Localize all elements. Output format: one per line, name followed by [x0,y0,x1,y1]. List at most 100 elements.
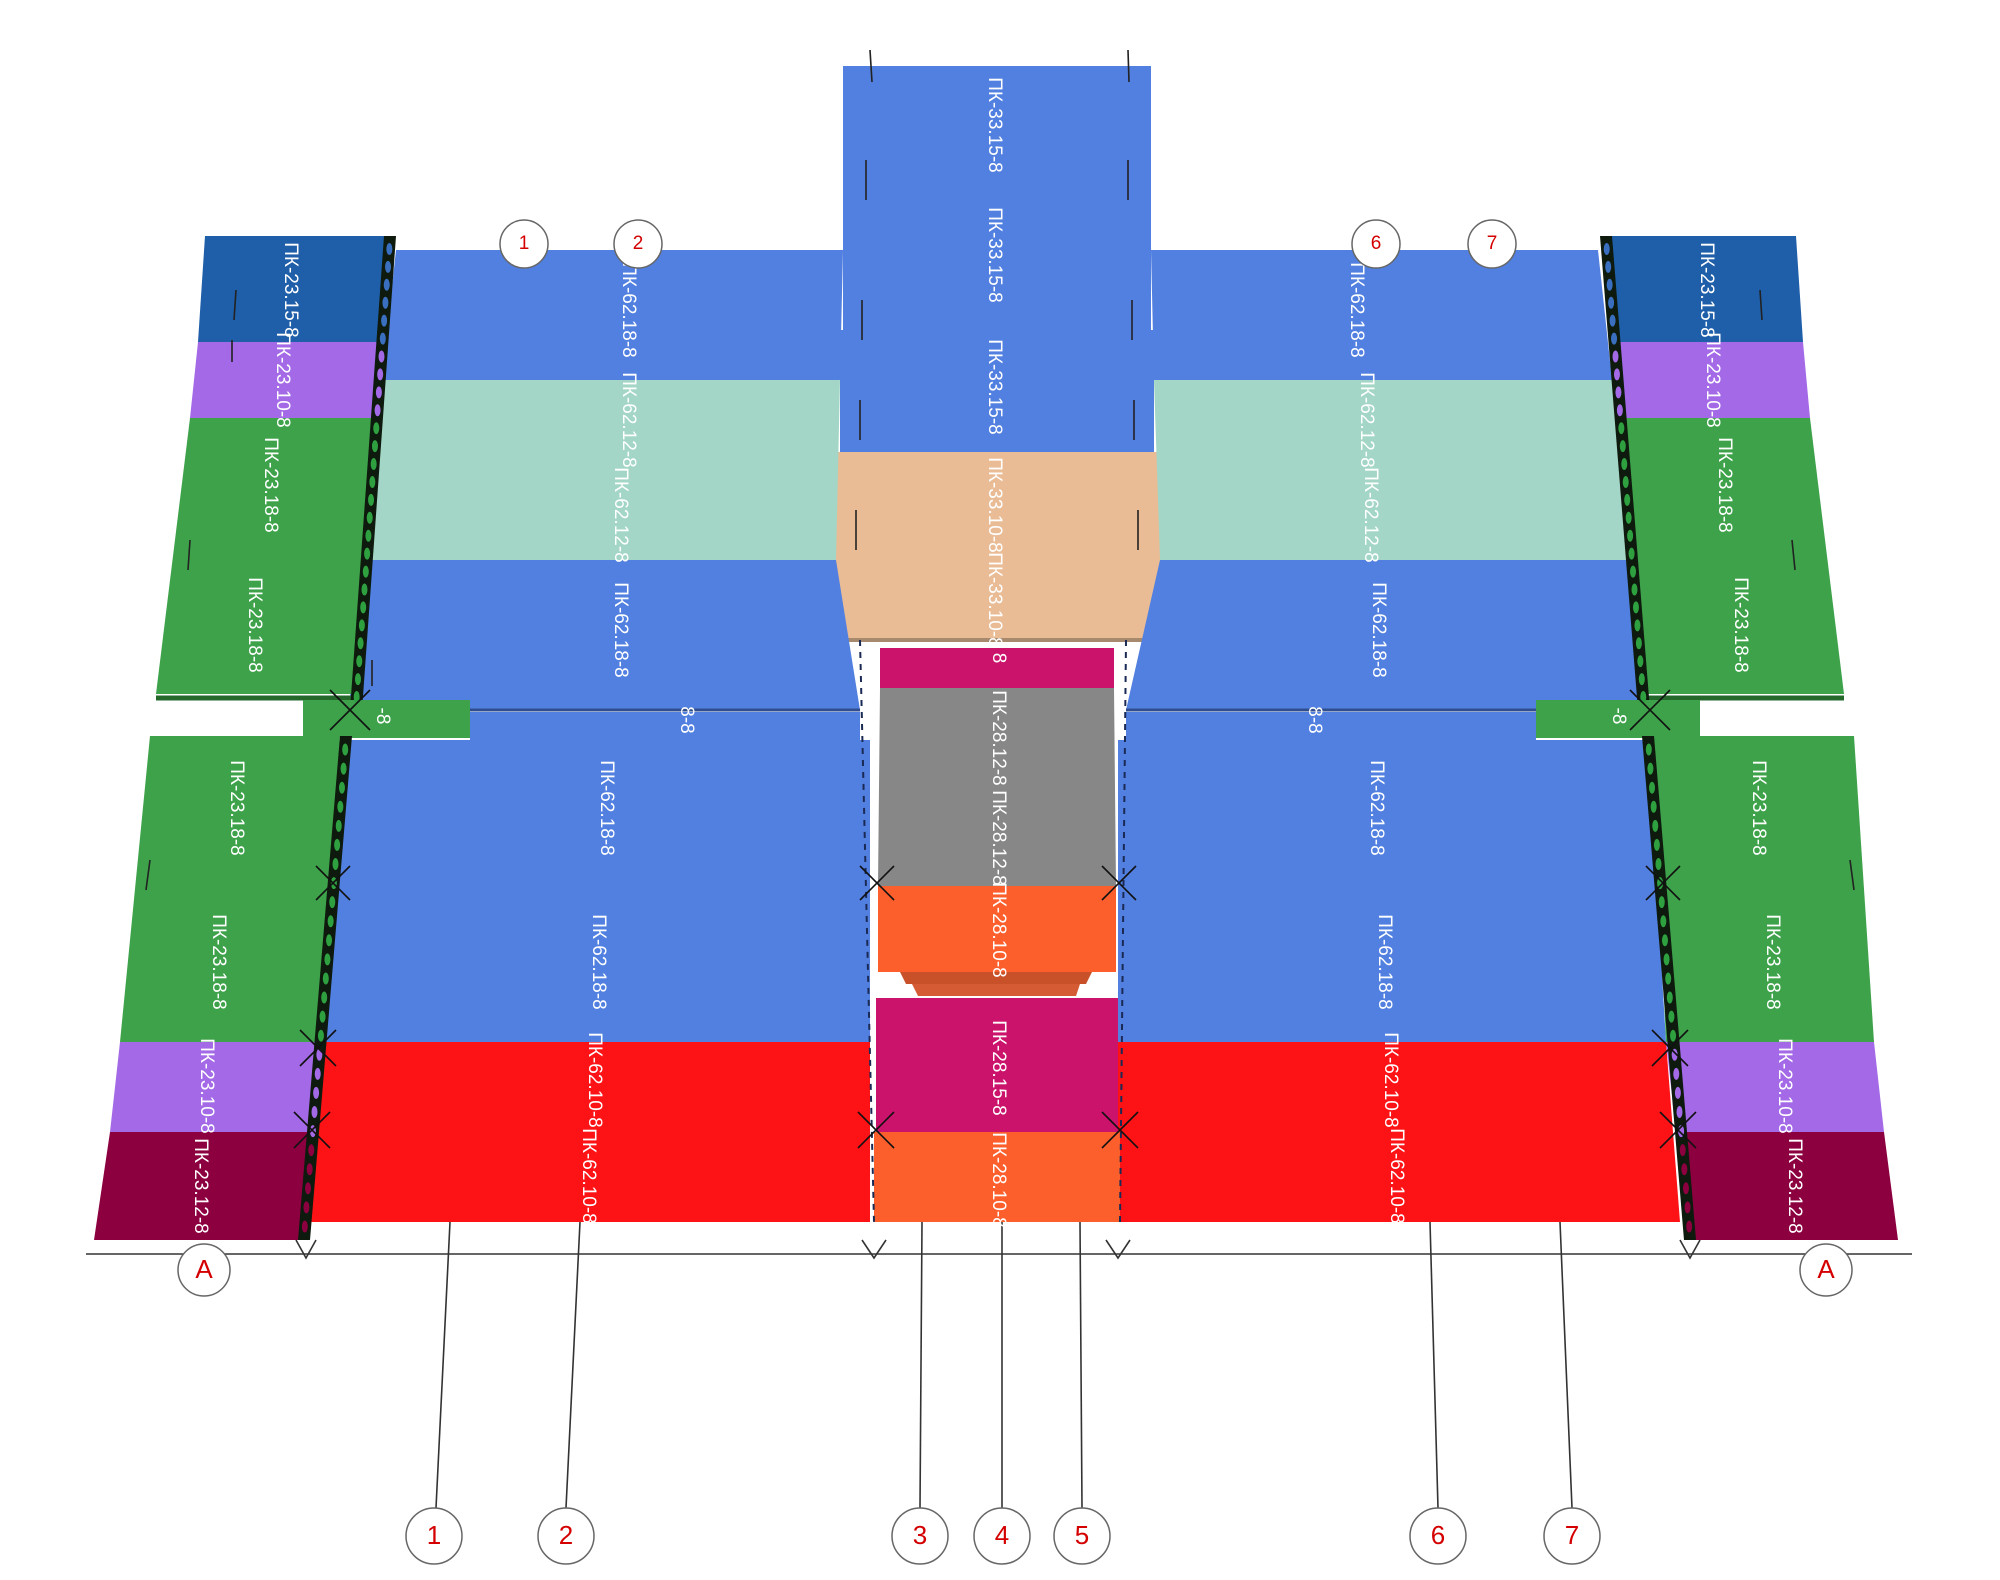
perforation-dot [342,743,349,756]
perforation-dot [1605,260,1612,273]
axis-marker-bottom-5: 5 [1053,1507,1111,1565]
panel-middle-orange-2 [874,1132,1120,1222]
svg-text:5: 5 [1075,1520,1089,1550]
panel-peach [834,452,1162,640]
perforation-dot [1660,915,1667,928]
perforation-dot [1638,673,1645,686]
perforation-dot [337,800,344,813]
label-upper-right-1: ПК-62.18-8 [1346,262,1367,358]
panel-lower-right-blue [1118,740,1666,1042]
perforation-dot [326,934,333,947]
right-wing-perforated-edge [1600,236,1650,710]
panel-top-center-3 [840,330,1154,452]
panel-upper-right-mint [1154,380,1626,560]
panel-lower-right-wing-green [1652,736,1874,1042]
perforation-dot [1609,314,1616,327]
axis-marker-top-6: 6 [1351,219,1401,269]
perforation-dot [1625,511,1632,524]
perforation-dot [335,819,342,832]
perforation-dot [1640,691,1647,704]
perforation-dot [378,350,385,363]
perforation-dot [381,314,388,327]
panel-right-wing-green [1622,418,1844,694]
label-left-wing-dark: ПК-23.15-8 [280,242,301,338]
perforation-dot [1661,934,1668,947]
label-right-wing-green-1: ПК-23.18-8 [1714,437,1735,533]
label-lower-left-wing-violet: ПК-23.10-8 [196,1038,217,1134]
axis-marker-bottom-7: 7 [1543,1507,1601,1565]
label-right-wing-violet: ПК-23.10-8 [1702,332,1723,428]
label-middle-orange-1: ПК-28.10-8 [988,882,1009,978]
label-upper-right-mint-2: ПК-62.12-8 [1360,467,1381,563]
panel-lower-right-wing-maroon [1676,1132,1898,1240]
upper-right-wing [1600,236,1844,710]
panel-middle-magenta-strip [880,648,1114,688]
label-left-wing-violet: ПК-23.10-8 [272,332,293,428]
panel-upper-left-mint [368,380,840,560]
mid-band-right-green [1536,700,1700,738]
perforation-dot [1682,1182,1689,1195]
label-middle-gray-2: ПК-28.12-8 [988,790,1009,886]
perforation-dot [308,1144,315,1157]
lower-right-perforated-edge [1642,736,1696,1240]
axis-marker-a-right: A [1799,1243,1853,1297]
perforation-dot [371,440,378,453]
perforation-dot [1663,953,1670,966]
svg-text:7: 7 [1487,233,1498,254]
perforation-dot [1681,1163,1688,1176]
label-lower-left-1: ПК-62.18-8 [596,760,617,856]
perforation-dot [1627,529,1634,542]
upper-right-block [1126,250,1646,712]
panel-right-wing-violet [1616,342,1810,418]
middle-step-1 [900,972,1092,984]
perforation-dot [305,1182,312,1195]
svg-text:A: A [1817,1254,1835,1284]
perforation-dot [1608,296,1615,309]
label-lower-left-wing-green-1: ПК-23.18-8 [226,760,247,856]
label-upper-left-1: ПК-62.18-8 [618,262,639,358]
perforation-dot [385,260,392,273]
axis-marker-bottom-3: 3 [891,1507,949,1565]
perforation-dot [1657,877,1664,890]
label-lower-right-red-1: ПК-62.10-8 [1380,1032,1401,1128]
label-lower-right-wing-maroon: ПК-23.12-8 [1784,1138,1805,1234]
label-mid-band-right-frag: 8-8 [1304,706,1325,733]
label-middle-gray-1: ПК-28.12-8 [988,690,1009,786]
lower-left-wing [94,736,352,1240]
perforation-dot [332,858,339,870]
perforation-dot [311,1106,318,1118]
perforation-dot [1647,762,1654,775]
panel-lower-right-wing-violet [1666,1042,1884,1132]
perforation-dot [1666,991,1673,1004]
panel-lower-left-red [308,1042,870,1222]
svg-text:2: 2 [633,233,644,254]
intersection-x-marks [293,689,1697,1149]
middle-column [874,648,1120,1222]
label-lower-left-wing-maroon: ПК-23.12-8 [190,1138,211,1234]
label-middle-orange-2: ПК-28.10-8 [988,1132,1009,1228]
perforation-dot [379,332,386,345]
perforation-dot [356,655,363,668]
perforation-dot [1634,619,1641,632]
perforation-dot [1631,583,1638,596]
panel-upper-left-1 [382,250,843,380]
perforation-dot [374,404,381,417]
svg-text:1: 1 [427,1520,441,1550]
perforation-dot [1658,896,1665,909]
perforation-dot [1611,332,1618,345]
perforation-dot [1674,1086,1681,1099]
label-middle-magenta-2: ПК-28.15-8 [988,1020,1009,1116]
perforation-dot [1616,404,1623,417]
perforation-dot [1632,601,1639,614]
perforation-dot [370,458,377,471]
perforation-dot [1676,1106,1683,1118]
label-lower-right-wing-green-1: ПК-23.18-8 [1748,760,1769,856]
label-peach-1: ПК-33.10-8 [984,457,1005,553]
perforation-dot [353,691,360,704]
axis-marker-top-7: 7 [1467,219,1517,269]
svg-text:6: 6 [1371,233,1382,254]
svg-text:A: A [195,1254,213,1284]
top-center-stack [834,66,1162,642]
panel-upper-left-2 [348,560,860,710]
